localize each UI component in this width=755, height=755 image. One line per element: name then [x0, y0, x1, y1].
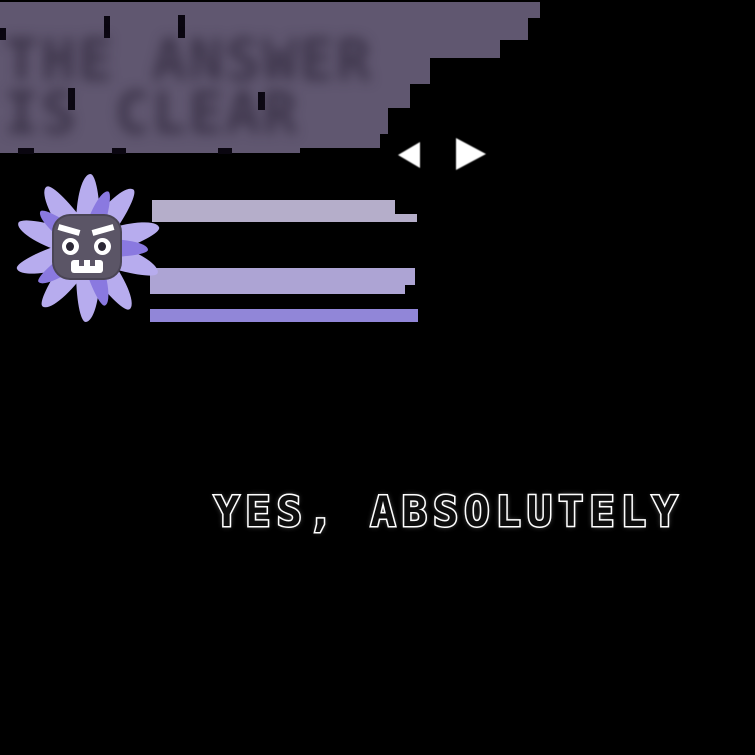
left-caret-icon: [398, 142, 420, 168]
title-slab: [0, 40, 500, 58]
eyebrow-right: [91, 224, 115, 236]
title-speck: [68, 88, 75, 110]
title-speck: [0, 28, 6, 40]
title-slab: [0, 84, 410, 108]
vortex-swirl-sprite: [8, 168, 168, 328]
caption-text: YES, ABSOLUTELY: [212, 486, 684, 538]
title-slab: [0, 134, 380, 148]
pupil-right: [98, 242, 106, 251]
eyebrow-left: [57, 224, 81, 236]
title-slab: [0, 18, 528, 40]
eye-left: [62, 238, 79, 255]
title-speck: [218, 148, 232, 154]
right-caret-icon: [456, 138, 486, 170]
title-speck: [178, 15, 185, 38]
title-speck: [258, 92, 265, 110]
speed-bar: [150, 285, 405, 294]
mouth: [71, 260, 103, 273]
title-speck: [112, 148, 126, 154]
eye-right: [94, 238, 111, 255]
speed-bar: [152, 214, 417, 222]
blurred-title-block: THE ANSWER IS CLEAR: [0, 0, 545, 155]
title-slab: [0, 2, 540, 18]
title-slab: [0, 148, 300, 153]
title-slab: [0, 108, 388, 134]
speed-bar: [150, 268, 415, 285]
angry-face-icon: [54, 216, 120, 278]
pupil-left: [66, 242, 74, 251]
speed-bar: [150, 309, 418, 322]
title-slab: [0, 58, 430, 84]
title-speck: [104, 16, 110, 38]
title-speck: [18, 148, 34, 154]
